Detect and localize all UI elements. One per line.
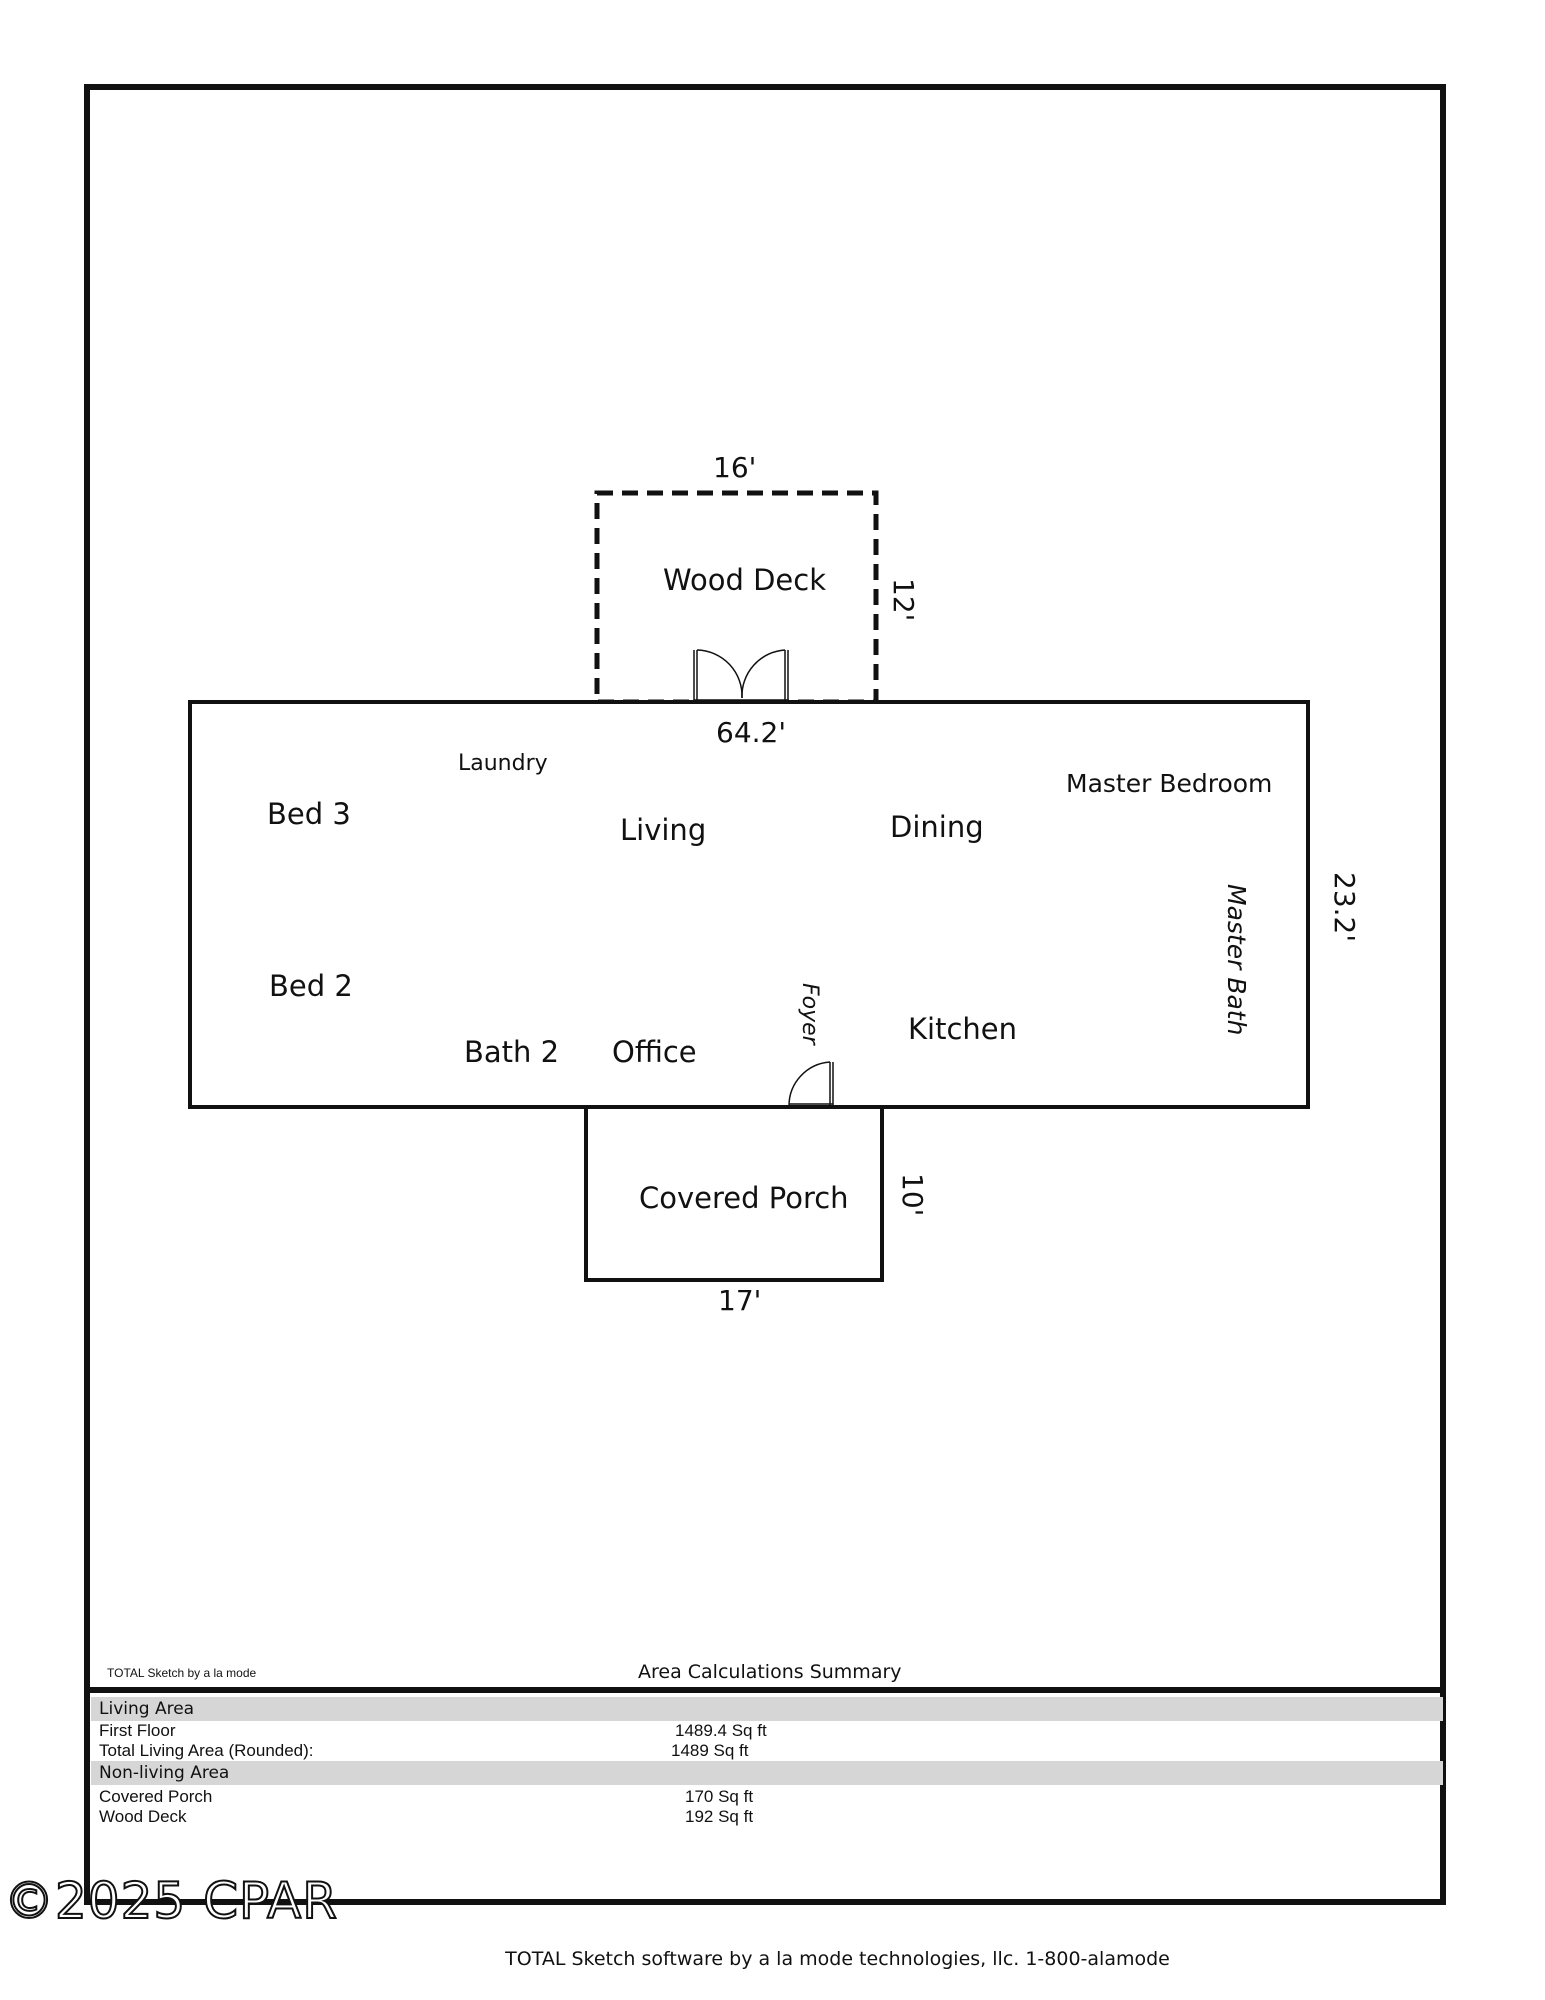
summary-row: First Floor 1489.4 Sq ft [91, 1721, 1443, 1741]
page-border [84, 84, 1446, 1905]
covered-porch-outline [584, 1105, 884, 1282]
dim-house-width: 64.2' [716, 716, 786, 749]
covered-porch-label: Covered Porch [99, 1787, 213, 1806]
first-floor-value: 1489.4 Sq ft [675, 1721, 767, 1740]
wood-deck-value: 192 Sq ft [685, 1807, 754, 1826]
software-footer: TOTAL Sketch software by a la mode techn… [505, 1948, 1170, 1970]
total-living-value: 1489 Sq ft [671, 1741, 749, 1760]
dim-house-depth: 23.2' [1328, 872, 1361, 942]
french-door-icon [693, 649, 789, 701]
summary-row: Total Living Area (Rounded): 1489 Sq ft [91, 1741, 1443, 1761]
dim-porch-depth: 10' [896, 1173, 929, 1216]
living-area-header: Living Area [91, 1697, 1443, 1721]
first-floor-label: First Floor [99, 1721, 176, 1740]
room-master-bedroom: Master Bedroom [1066, 769, 1272, 798]
summary-title: Area Calculations Summary [638, 1661, 902, 1683]
summary-row: Covered Porch 170 Sq ft [91, 1787, 1443, 1807]
summary-row: Wood Deck 192 Sq ft [91, 1807, 1443, 1827]
sketch-credit-small: TOTAL Sketch by a la mode [107, 1666, 257, 1680]
room-foyer: Foyer [797, 983, 822, 1047]
dim-deck-depth: 12' [887, 578, 920, 621]
area-summary-table: Living Area First Floor 1489.4 Sq ft Tot… [91, 1697, 1443, 1827]
room-kitchen: Kitchen [908, 1012, 1017, 1046]
dim-porch-width: 17' [718, 1284, 761, 1317]
covered-porch-value: 170 Sq ft [685, 1787, 754, 1806]
room-bed3: Bed 3 [267, 797, 351, 831]
room-covered-porch: Covered Porch [639, 1181, 849, 1215]
room-living: Living [620, 813, 706, 847]
room-office: Office [612, 1035, 697, 1069]
wood-deck-outline [594, 490, 879, 705]
room-laundry: Laundry [458, 751, 548, 776]
copyright-watermark: ©2025 CPAR [3, 1871, 338, 1931]
room-wood-deck: Wood Deck [663, 563, 826, 597]
dim-deck-width: 16' [713, 451, 756, 484]
house-outline [188, 700, 1310, 1109]
front-door-icon [788, 1061, 834, 1107]
room-master-bath: Master Bath [1222, 884, 1251, 1035]
wood-deck-label: Wood Deck [99, 1807, 187, 1826]
room-bed2: Bed 2 [269, 969, 353, 1003]
room-dining: Dining [890, 810, 984, 844]
total-living-label: Total Living Area (Rounded): [99, 1741, 314, 1760]
room-bath2: Bath 2 [464, 1035, 559, 1069]
nonliving-area-header: Non-living Area [91, 1761, 1443, 1785]
